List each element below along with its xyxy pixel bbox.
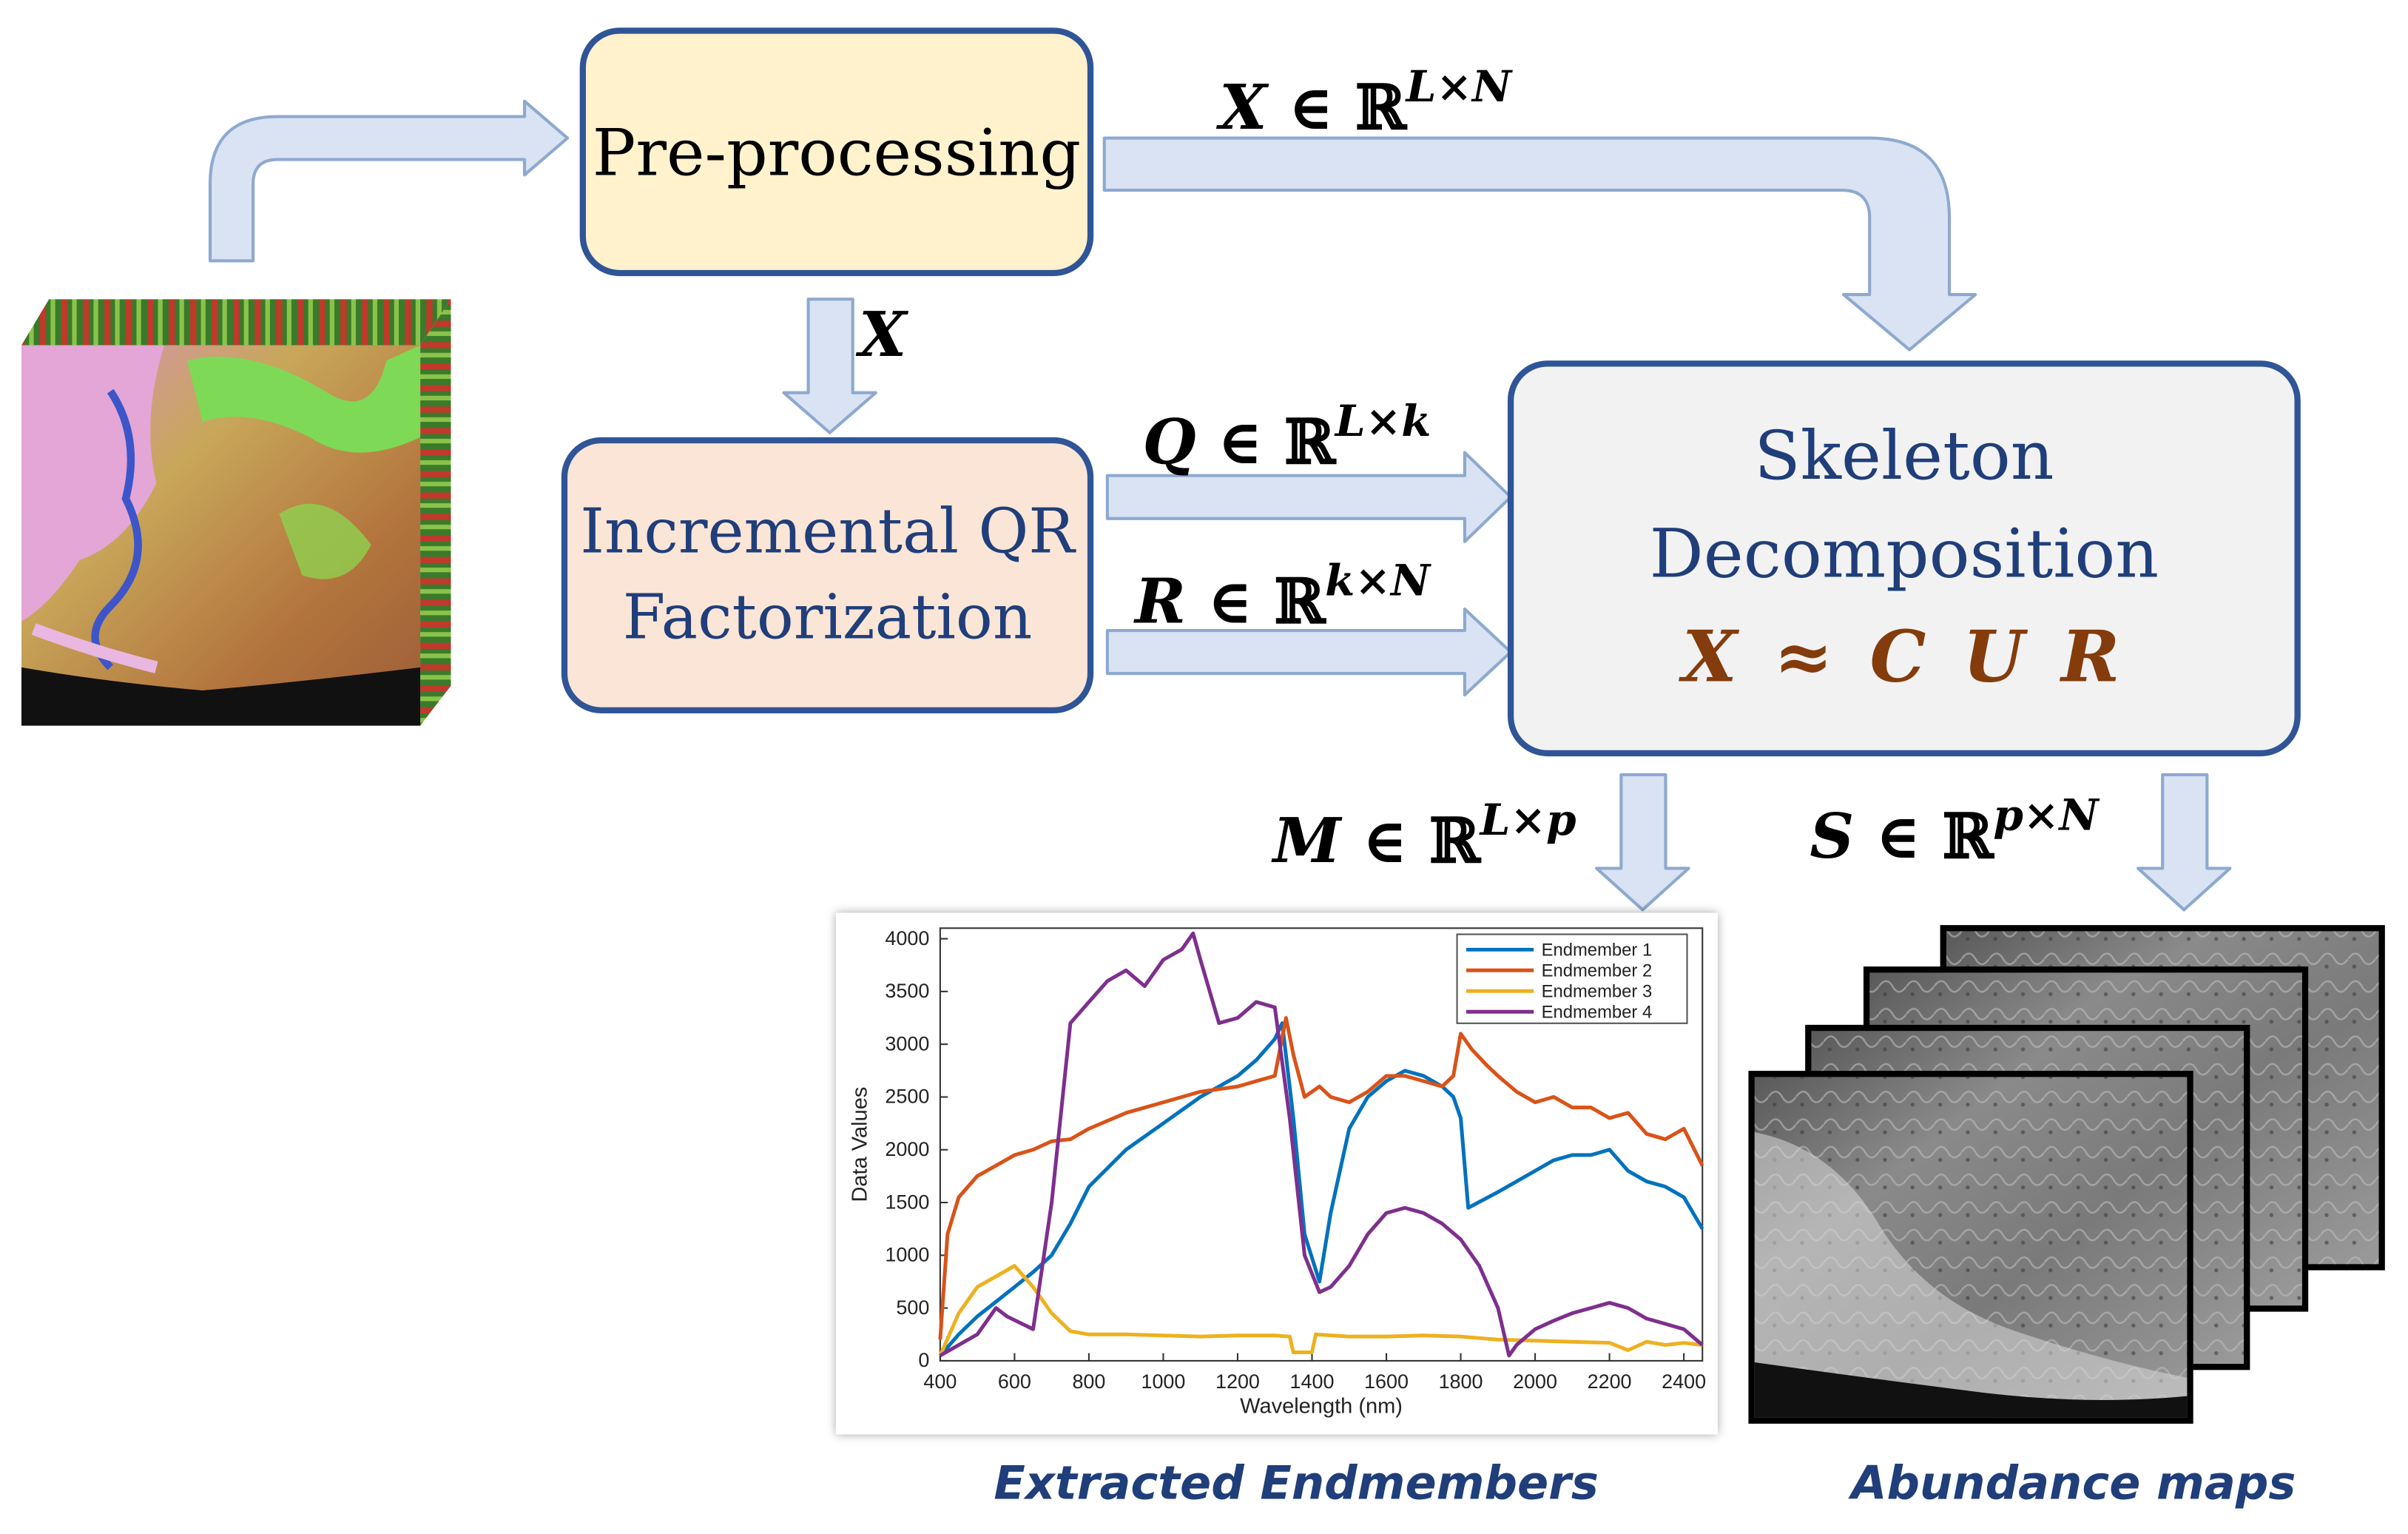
preprocessing-label: Pre-processing	[592, 114, 1082, 190]
x-tick-label: 1600	[1364, 1370, 1409, 1393]
caption-abundance-maps: Abundance maps	[1851, 1457, 2296, 1512]
legend-label-3: Endmember 3	[1542, 982, 1653, 1002]
label-x-down: X	[858, 299, 907, 371]
y-tick-label: 500	[896, 1296, 929, 1319]
preprocessing-block: Pre-processing	[579, 27, 1094, 277]
x-tick-label: 2400	[1662, 1370, 1706, 1393]
y-tick-label: 2000	[885, 1138, 929, 1160]
y-tick-label: 1000	[885, 1244, 929, 1266]
hyperspectral-cube-image	[21, 299, 451, 726]
skeleton-label-line1: Skeleton	[1754, 417, 2054, 496]
series-line-3	[938, 1264, 1703, 1356]
y-axis-label: Data Values	[848, 1087, 871, 1202]
x-tick-label: 1200	[1215, 1370, 1260, 1393]
y-tick-label: 2500	[885, 1086, 929, 1108]
x-tick-label: 1800	[1439, 1370, 1483, 1393]
label-x-space: X ∈ ℝL×N	[1219, 61, 1512, 144]
abundance-map-1	[1748, 1071, 2193, 1424]
series-line-4	[939, 931, 1704, 1358]
x-tick-label: 400	[923, 1370, 957, 1393]
x-tick-label: 800	[1072, 1370, 1105, 1393]
caption-extracted-endmembers: Extracted Endmembers	[994, 1457, 1599, 1512]
x-tick-label: 600	[998, 1370, 1031, 1393]
skeleton-formula: X ≈ C U R	[1682, 615, 2126, 699]
endmember-chart-panel: 400 600 800 1000 1200 1400 1600 1800 2000 2200 240…	[835, 912, 1718, 1435]
x-tick-label: 2200	[1588, 1370, 1632, 1393]
qr-label-line2: Factorization	[622, 582, 1033, 654]
x-axis-label: Wavelength (nm)	[1240, 1394, 1403, 1418]
legend-label-4: Endmember 4	[1542, 1003, 1653, 1023]
x-tick-label: 1000	[1141, 1370, 1185, 1393]
series-line-2	[938, 1016, 1704, 1340]
arrow-input-to-preprocessing	[208, 99, 570, 263]
legend-label-1: Endmember 1	[1542, 941, 1653, 961]
arrow-q-to-skeleton	[1105, 451, 1513, 543]
label-r-space: R ∈ ℝk×N	[1135, 555, 1431, 639]
arrow-preprocessing-to-qr	[782, 297, 877, 434]
x-tick-label: 1400	[1290, 1370, 1335, 1393]
x-tick-label: 2000	[1513, 1370, 1557, 1393]
incremental-qr-block: Incremental QR Factorization	[561, 437, 1094, 714]
skeleton-decomposition-block: Skeleton Decomposition X ≈ C U R	[1507, 360, 2301, 757]
y-tick-label: 0	[918, 1349, 929, 1371]
skeleton-label-line2: Decomposition	[1649, 515, 2159, 594]
arrow-r-to-skeleton	[1105, 607, 1513, 697]
legend-label-2: Endmember 2	[1542, 961, 1653, 981]
arrow-preprocessing-to-skeleton	[1102, 136, 1977, 351]
label-s-space: S ∈ ℝp×N	[1810, 790, 2099, 873]
abundance-maps-stack	[1748, 925, 2385, 1424]
y-tick-label: 4000	[885, 927, 929, 949]
arrow-skeleton-to-abundance	[2136, 773, 2232, 912]
arrow-skeleton-to-endmembers	[1595, 773, 1690, 912]
qr-label-line1: Incremental QR	[580, 497, 1075, 568]
label-q-space: Q ∈ ℝL×k	[1142, 395, 1431, 479]
label-m-space: M ∈ ℝL×p	[1272, 794, 1576, 878]
endmember-chart: 400 600 800 1000 1200 1400 1600 1800 2000 2200 240…	[848, 927, 1706, 1419]
y-tick-label: 1500	[885, 1191, 929, 1213]
y-tick-label: 3500	[885, 980, 929, 1002]
series-line-1	[939, 1021, 1704, 1357]
y-tick-label: 3000	[885, 1032, 929, 1054]
